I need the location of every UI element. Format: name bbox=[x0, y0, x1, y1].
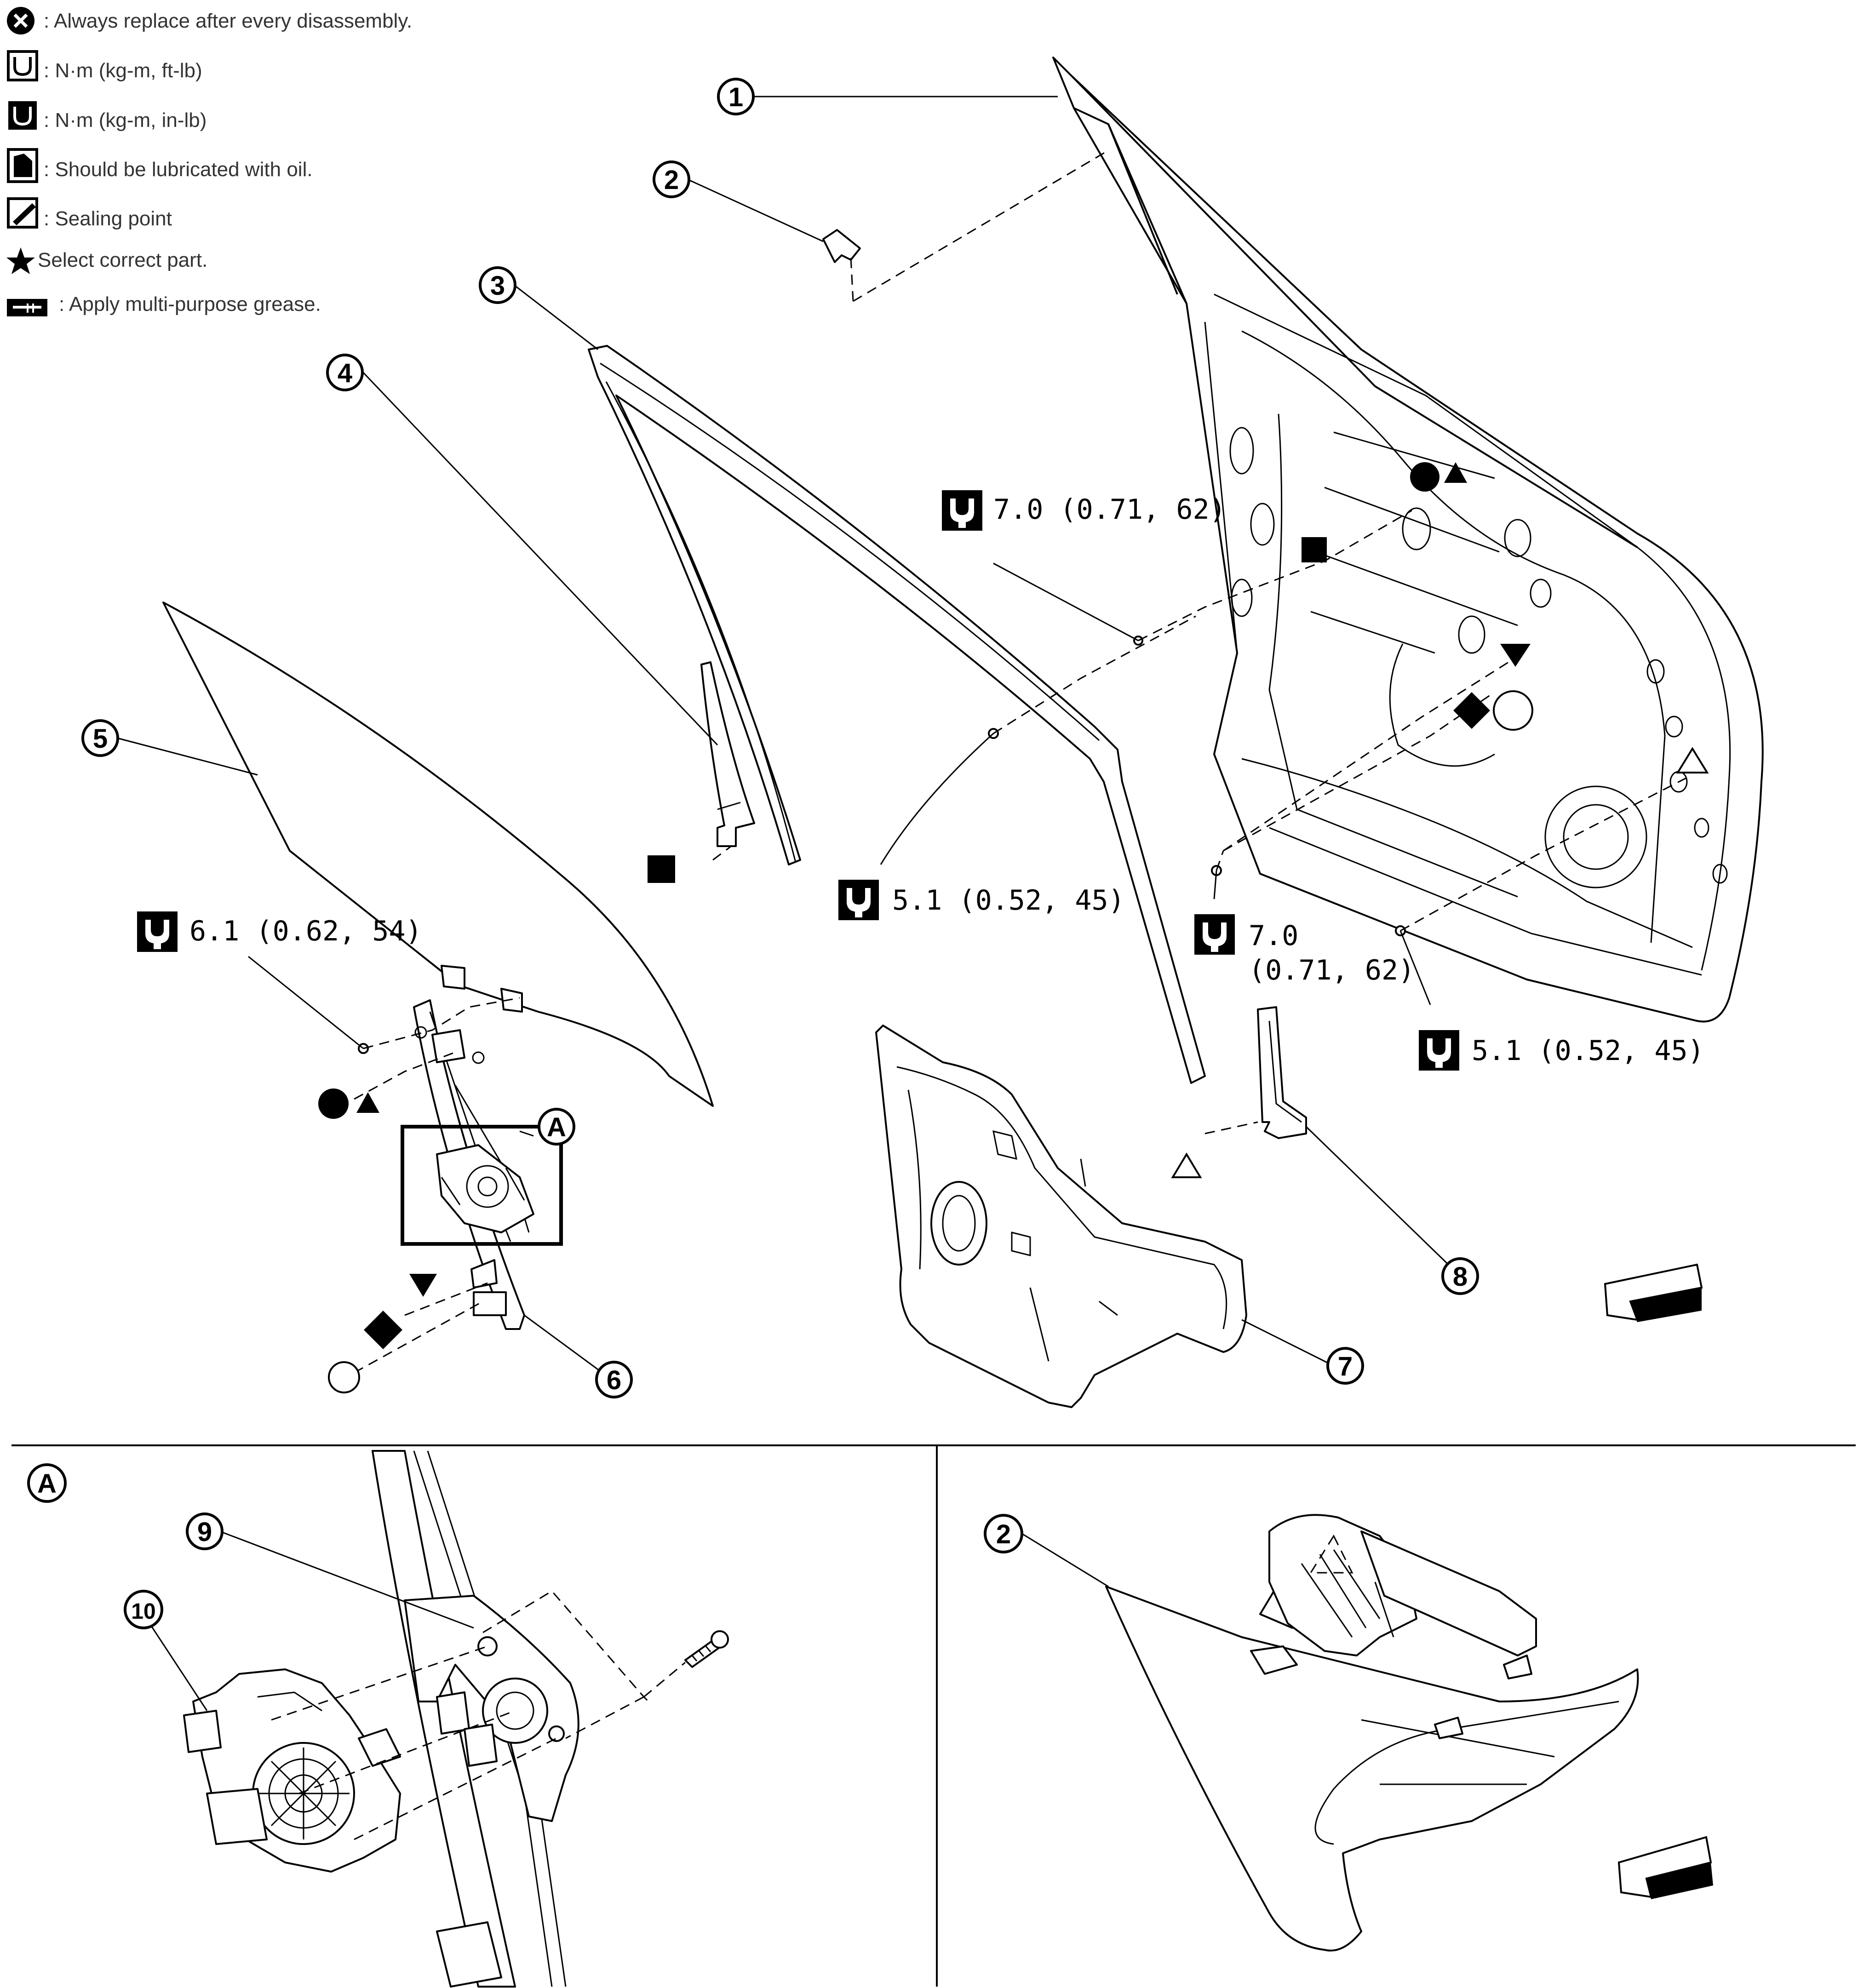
callout-detail-a: A bbox=[538, 1108, 575, 1146]
lower-sash-bracket bbox=[1257, 1006, 1307, 1139]
callout-1: 1 bbox=[717, 78, 755, 115]
callout-9: 9 bbox=[186, 1512, 224, 1550]
svg-text:8: 8 bbox=[1453, 1262, 1468, 1292]
legend: : Always replace after every disassembly… bbox=[6, 7, 412, 316]
oil-can-icon bbox=[7, 148, 38, 183]
front-arrow-icon bbox=[1617, 1836, 1713, 1899]
svg-text:9: 9 bbox=[197, 1517, 212, 1547]
legend-text: : Always replace after every disassembly… bbox=[44, 10, 412, 32]
detail-dash bbox=[643, 1661, 686, 1698]
sealing-screen bbox=[875, 1025, 1247, 1408]
torque-wrench-icon bbox=[1194, 914, 1235, 955]
clip-tab bbox=[1250, 1645, 1298, 1675]
regulator-rail bbox=[372, 1450, 579, 1988]
svg-text:6: 6 bbox=[607, 1365, 621, 1395]
callout-6: 6 bbox=[595, 1361, 633, 1398]
clip-edge bbox=[1314, 1701, 1619, 1845]
clip-tab bbox=[1503, 1655, 1532, 1679]
legend-text: Select correct part. bbox=[38, 249, 207, 271]
detail-a-panel: A bbox=[27, 1450, 729, 1988]
clip-body bbox=[1105, 1586, 1639, 1952]
legend-text: : N·m (kg-m, in-lb) bbox=[44, 109, 206, 132]
legend-text: : N·m (kg-m, ft-lb) bbox=[44, 59, 202, 82]
leader-line bbox=[143, 1614, 208, 1711]
detail-a-label: A bbox=[27, 1463, 67, 1503]
callout-5: 5 bbox=[81, 719, 119, 757]
star-icon bbox=[6, 247, 35, 274]
always-replace-icon bbox=[7, 7, 34, 34]
torque-wrench-icon bbox=[137, 911, 178, 952]
torque-value: 6.1 (0.62, 54) bbox=[189, 915, 422, 947]
torque-label-4: 7.0 (0.71, 62) bbox=[1194, 914, 1415, 986]
leader-line bbox=[219, 1530, 474, 1629]
detail-dash bbox=[354, 1737, 557, 1840]
legend-text: : Apply multi-purpose grease. bbox=[59, 293, 321, 315]
detail-dash bbox=[298, 1710, 516, 1794]
clip-head bbox=[1268, 1514, 1537, 1656]
grease-icon bbox=[7, 299, 47, 316]
torque-label-2: 5.1 (0.52, 45) bbox=[838, 880, 1125, 920]
callout-2-detail: 2 bbox=[984, 1514, 1023, 1553]
torque-label-1: 7.0 (0.71, 62) bbox=[942, 490, 1226, 531]
legend-text: : Sealing point bbox=[44, 207, 172, 230]
torque-label-5: 5.1 (0.52, 45) bbox=[1419, 1030, 1704, 1071]
torque-ft-lb-icon bbox=[7, 50, 38, 81]
svg-text:4: 4 bbox=[338, 358, 352, 388]
torque-wrench-icon bbox=[838, 880, 879, 920]
window-sash bbox=[588, 345, 1206, 1084]
front-arrow-icon bbox=[1604, 1263, 1703, 1322]
torque-wrench-icon bbox=[1419, 1030, 1459, 1071]
bolt bbox=[684, 1630, 729, 1668]
callout-2: 2 bbox=[653, 160, 690, 198]
assembly-markers bbox=[318, 462, 1709, 1393]
glass-run-channel bbox=[700, 661, 755, 847]
svg-text:7: 7 bbox=[1338, 1352, 1353, 1381]
clip-tab bbox=[1434, 1717, 1463, 1739]
torque-value: 5.1 (0.52, 45) bbox=[1472, 1035, 1704, 1067]
top-exploded-view: 7.0 (0.71, 62) 5.1 (0.52, 45) 6.1 (0.62,… bbox=[81, 57, 1764, 1408]
torque-label-3: 6.1 (0.62, 54) bbox=[137, 911, 422, 952]
svg-text:A: A bbox=[37, 1469, 57, 1499]
torque-wrench-icon bbox=[942, 490, 982, 531]
callout-8: 8 bbox=[1441, 1257, 1479, 1295]
assembly-lines bbox=[354, 510, 1688, 1374]
svg-text:2: 2 bbox=[996, 1519, 1011, 1549]
detail-a-box bbox=[401, 1125, 563, 1246]
door-panel bbox=[1052, 57, 1764, 1023]
svg-text:1: 1 bbox=[728, 82, 743, 112]
torque-in-lb-icon bbox=[8, 101, 37, 130]
svg-text:5: 5 bbox=[93, 724, 108, 754]
window-motor bbox=[183, 1668, 401, 1873]
svg-text:10: 10 bbox=[131, 1599, 155, 1624]
callout-3: 3 bbox=[479, 266, 516, 304]
torque-value: 7.0 bbox=[1249, 920, 1298, 952]
leader-line bbox=[1021, 1533, 1109, 1587]
clip-detail-panel: 2 bbox=[984, 1514, 1713, 1952]
detail-dash bbox=[482, 1590, 649, 1702]
detail-dash bbox=[565, 1696, 644, 1739]
detail-dash bbox=[271, 1645, 488, 1721]
legend-text: : Should be lubricated with oil. bbox=[44, 158, 313, 181]
callout-7: 7 bbox=[1326, 1347, 1364, 1385]
door-glass bbox=[162, 602, 714, 1107]
svg-text:A: A bbox=[547, 1112, 566, 1142]
svg-text:3: 3 bbox=[490, 271, 505, 301]
torque-value: (0.71, 62) bbox=[1249, 954, 1415, 986]
clip-part bbox=[822, 151, 1107, 302]
callout-10: 10 bbox=[124, 1590, 163, 1629]
torque-value: 7.0 (0.71, 62) bbox=[993, 493, 1226, 526]
callout-4: 4 bbox=[326, 354, 364, 391]
clip-edge bbox=[1361, 1719, 1555, 1785]
leader-lines bbox=[117, 96, 1459, 1381]
torque-value: 5.1 (0.52, 45) bbox=[892, 884, 1125, 917]
svg-text:2: 2 bbox=[664, 165, 679, 195]
sealing-point-icon bbox=[7, 197, 38, 229]
